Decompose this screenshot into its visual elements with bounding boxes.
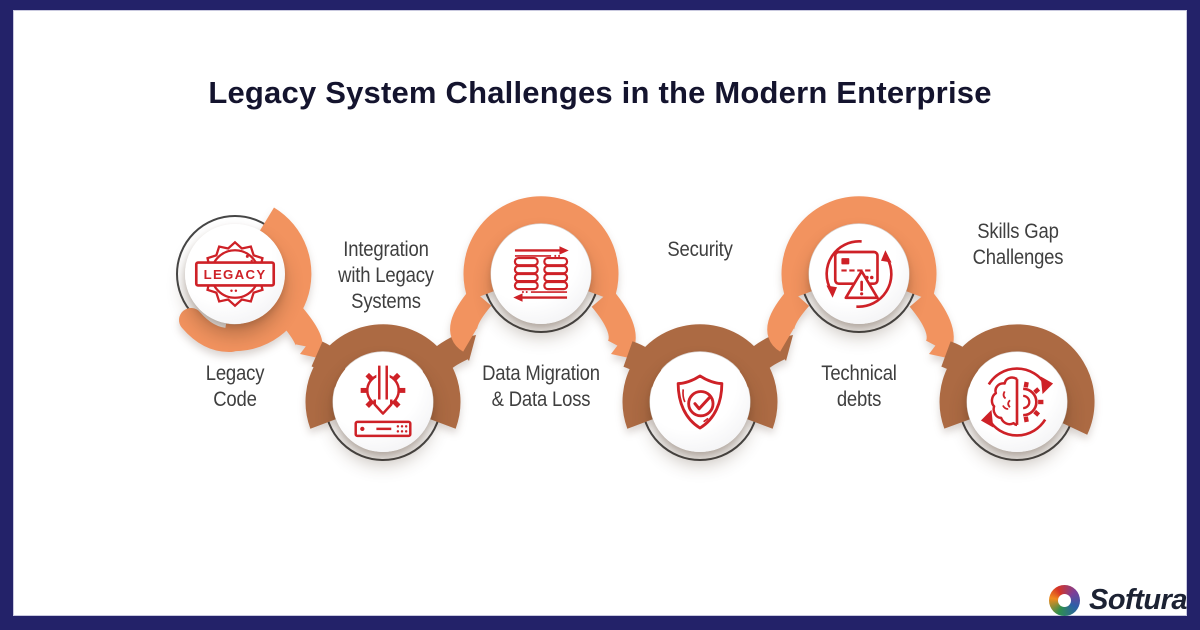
- flow-arrow-icon: [300, 333, 323, 359]
- node-label-integration: Integration with Legacy Systems: [338, 238, 434, 313]
- challenge-chain-diagram: LEGACY: [13, 10, 1187, 616]
- node-legacy-code: LEGACY: [185, 224, 285, 324]
- flow-arrow-icon: [453, 335, 476, 361]
- flow-arrow-icon: [929, 333, 952, 359]
- page-title: Legacy System Challenges in the Modern E…: [208, 75, 992, 110]
- svg-text:LEGACY: LEGACY: [204, 267, 267, 282]
- ribbon-canvas: [179, 196, 1095, 435]
- node-label-legacy-code: Legacy Code: [205, 362, 265, 411]
- gear-arrow-server-icon: [354, 363, 412, 438]
- node-integration-with-legacy-systems: [333, 352, 433, 452]
- node-label-skills-gap: Skills Gap Challenges: [972, 220, 1064, 269]
- node-label-data-migration: Data Migration & Data Loss: [482, 362, 600, 411]
- database-transfer-icon: [513, 246, 569, 302]
- node-technical-debts: [809, 224, 909, 324]
- brand-logo: Softura: [1049, 584, 1187, 616]
- softura-logo-icon: [1049, 585, 1080, 616]
- brain-gear-icon: [980, 367, 1054, 437]
- brand-name: Softura: [1089, 584, 1187, 616]
- node-security: [650, 352, 750, 452]
- flow-arrow-icon: [611, 333, 634, 359]
- node-label-security: Security: [667, 238, 733, 261]
- credit-card-warning-icon: [825, 240, 893, 308]
- node-skills-gap-challenges: [967, 352, 1067, 452]
- flow-arrow-icon: [770, 335, 793, 361]
- node-data-migration-data-loss: [491, 224, 591, 324]
- shield-check-icon: [676, 374, 724, 430]
- legacy-badge-icon: LEGACY: [194, 240, 276, 308]
- node-label-technical-debts: Technical debts: [821, 362, 897, 411]
- node-rings-canvas: [176, 215, 1076, 461]
